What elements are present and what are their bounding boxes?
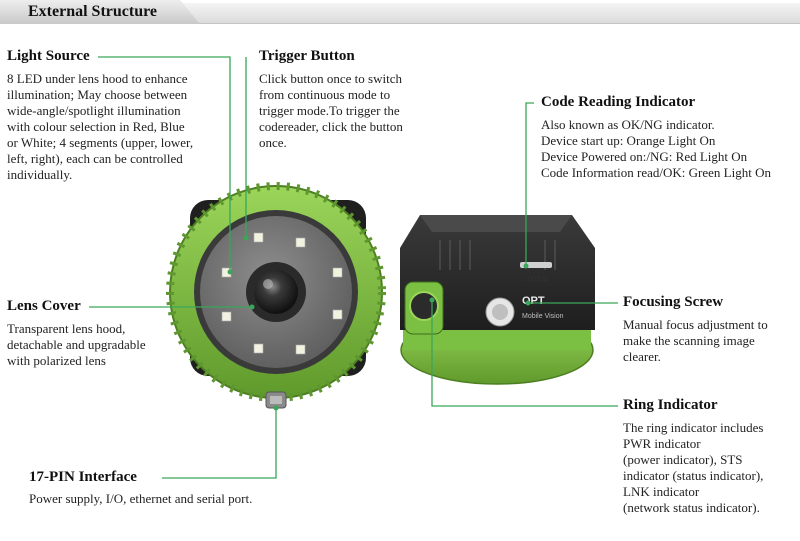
lens-cover-title: Lens Cover — [7, 298, 81, 314]
led-label: CODE ID — [523, 277, 549, 283]
section-header: External Structure — [0, 0, 800, 26]
text-line: trigger mode.To trigger the — [259, 103, 400, 118]
text-line: clearer. — [623, 349, 661, 364]
text-line: Device start up: Orange Light On — [541, 133, 716, 148]
code-reading-description: Also known as OK/NG indicator. Device st… — [541, 117, 799, 181]
brand-model: Mobile Vision — [522, 313, 564, 320]
callout-line-code-reading — [525, 102, 534, 266]
focusing-screw-description: Manual focus adjustment to make the scan… — [623, 317, 799, 365]
pin-interface-title: 17-PIN Interface — [29, 469, 137, 485]
front-device — [166, 182, 386, 409]
pin-interface-description: Power supply, I/O, ethernet and serial p… — [29, 491, 329, 507]
text-line: indicator (status indicator), — [623, 468, 764, 483]
text-line: The ring indicator includes — [623, 420, 764, 435]
text-line: or White; 4 segments (upper, lower, — [7, 135, 194, 150]
trigger-button-description: Click button once to switch from continu… — [259, 71, 439, 151]
callout-line-light-source — [98, 56, 231, 272]
text-line: Power supply, I/O, ethernet and serial p… — [29, 491, 253, 506]
focusing-screw-title: Focusing Screw — [623, 294, 724, 310]
text-line: LNK indicator — [623, 484, 700, 499]
light-source-description: 8 LED under lens hood to enhance illumin… — [7, 71, 237, 183]
text-line: wide-angle/spotlight illumination — [7, 103, 181, 118]
callout-dots — [227, 235, 531, 411]
callout-line-ring — [431, 300, 618, 407]
ring-indicator-description: The ring indicator includes PWR indicato… — [623, 420, 799, 516]
text-line: 8 LED under lens hood to enhance — [7, 71, 188, 86]
text-line: (power indicator), STS — [623, 452, 743, 467]
text-line: illumination; May choose between — [7, 87, 188, 102]
text-line: make the scanning image — [623, 333, 755, 348]
text-line: detachable and upgradable — [7, 337, 146, 352]
text-line: codereader, click the button — [259, 119, 403, 134]
section-title: External Structure — [28, 3, 158, 20]
text-line: Manual focus adjustment to — [623, 317, 768, 332]
text-line: (network status indicator). — [623, 500, 760, 515]
text-line: from continuous mode to — [259, 87, 391, 102]
trigger-button-title: Trigger Button — [259, 48, 355, 64]
text-line: left, right), each can be controlled — [7, 151, 183, 166]
brand-logo: OPT — [522, 295, 545, 307]
ring-indicator-title: Ring Indicator — [623, 397, 718, 413]
text-line: Also known as OK/NG indicator. — [541, 117, 715, 132]
light-source-title: Light Source — [7, 48, 90, 64]
text-line: once. — [259, 135, 287, 150]
code-reading-title: Code Reading Indicator — [541, 94, 696, 110]
led-array — [221, 232, 343, 355]
text-line: Code Information read/OK: Green Light On — [541, 165, 771, 180]
callout-lines — [89, 56, 618, 479]
callout-line-pin — [162, 408, 277, 479]
text-line: Transparent lens hood, — [7, 321, 126, 336]
text-line: with polarized lens — [7, 353, 106, 368]
side-device: OPT Mobile Vision CODE ID — [400, 215, 595, 385]
text-line: with colour selection in Red, Blue — [7, 119, 185, 134]
text-line: individually. — [7, 167, 73, 182]
text-line: PWR indicator — [623, 436, 701, 451]
text-line: Device Powered on:/NG: Red Light On — [541, 149, 748, 164]
lens-cover-description: Transparent lens hood, detachable and up… — [7, 321, 187, 369]
text-line: Click button once to switch — [259, 71, 402, 86]
header-tab — [0, 0, 200, 24]
header-bar — [0, 3, 800, 24]
